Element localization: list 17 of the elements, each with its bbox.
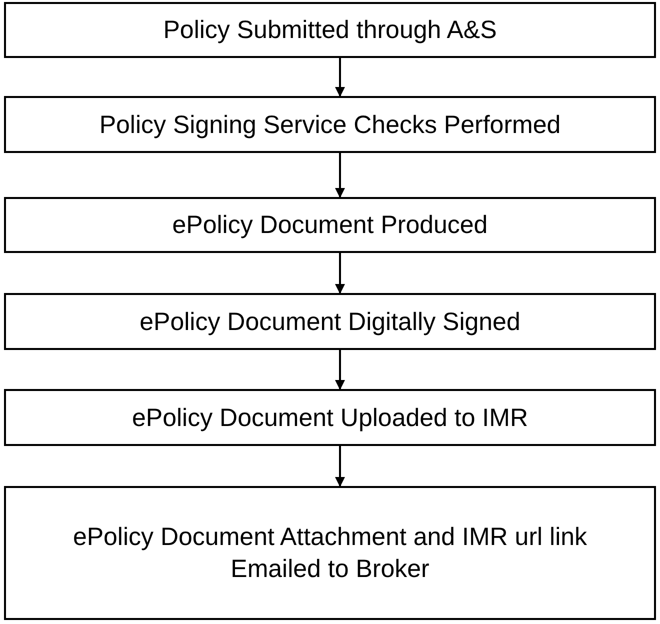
process-box xyxy=(4,293,656,350)
arrow xyxy=(335,153,345,198)
arrow xyxy=(335,446,345,487)
process-box xyxy=(4,486,656,620)
arrow xyxy=(335,58,345,97)
step-label: ePolicy Document Produced xyxy=(172,210,488,241)
step-label: ePolicy Document Attachment and IMR url link Emailed to Broker xyxy=(72,522,588,585)
process-box xyxy=(4,2,656,58)
step-label: ePolicy Document Uploaded to IMR xyxy=(132,402,528,434)
process-box xyxy=(4,96,656,153)
process-box xyxy=(4,197,656,253)
step-label: ePolicy Document Digitally Signed xyxy=(140,306,520,338)
arrow xyxy=(335,253,345,294)
arrow xyxy=(335,350,345,390)
step-label: Policy Signing Service Checks Performed xyxy=(99,110,561,140)
step-label: Policy Submitted through A&S xyxy=(163,15,497,46)
process-box xyxy=(4,389,656,446)
